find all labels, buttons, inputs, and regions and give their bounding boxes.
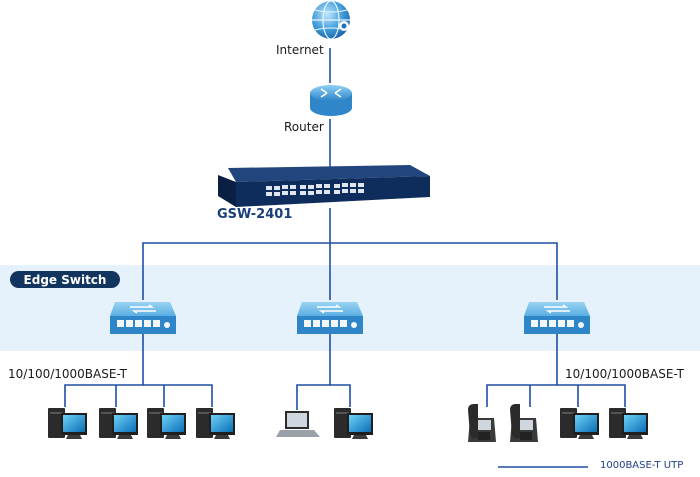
link-distribution	[142, 242, 558, 300]
core-switch-icon	[218, 165, 430, 207]
core-switch-label: GSW-2401	[217, 207, 293, 222]
links	[64, 48, 626, 468]
edge-switch-icon	[109, 301, 177, 335]
desktop-pc-icon	[196, 408, 235, 439]
edge-switch-badge: Edge Switch	[10, 271, 120, 288]
desktop-pc-icon	[147, 408, 186, 439]
desktop-pc-icon	[609, 408, 648, 439]
laptop-icon	[276, 411, 320, 437]
link-middle-group	[296, 332, 331, 410]
link-left-group	[64, 332, 144, 407]
router-label: Router	[284, 120, 324, 134]
router-icon	[310, 85, 352, 116]
desktop-pc-icon	[334, 408, 373, 439]
desktop-pc-icon	[99, 408, 138, 439]
right-link-label: 10/100/1000BASE-T	[565, 367, 684, 381]
left-link-label: 10/100/1000BASE-T	[8, 367, 127, 381]
internet-label: Internet	[276, 43, 324, 57]
desktop-pc-icon	[48, 408, 87, 439]
link-right-group	[486, 332, 558, 407]
ip-phone-icon	[510, 404, 538, 442]
globe-icon	[312, 0, 350, 40]
edge-switch-icon	[296, 301, 364, 335]
ip-phone-icon	[468, 404, 496, 442]
edge-switch-icon	[523, 301, 591, 335]
desktop-pc-icon	[560, 408, 599, 439]
legend-label: 1000BASE-T UTP	[600, 460, 684, 471]
